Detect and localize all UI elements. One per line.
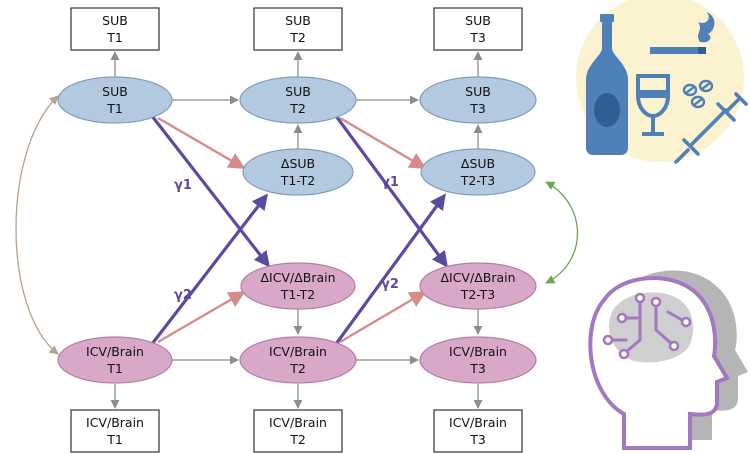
cigarette-icon	[650, 12, 715, 54]
arrow-icv-t1-to-dicv	[157, 290, 246, 344]
node-label: T2	[289, 361, 306, 376]
latent-icv-t3: ICV/Brain T3	[419, 336, 537, 384]
latent-delta-sub-t1t2: ΔSUB T1-T2	[242, 148, 354, 196]
node-label: T1	[106, 101, 123, 116]
node-label: ICV/Brain	[449, 344, 507, 359]
observed-icv-t3: ICV/Brain T3	[433, 409, 523, 453]
node-label: T1	[106, 432, 123, 447]
pills-icon	[682, 79, 714, 109]
node-label: SUB	[465, 13, 491, 28]
arrow-gamma1-sub-t2-to-dicv	[334, 115, 448, 268]
circuit-lines	[610, 298, 684, 354]
latent-delta-sub-t2t3: ΔSUB T2-T3	[420, 148, 536, 196]
node-label: T2-T3	[460, 287, 496, 302]
alcohol-tobacco-drugs-icon	[576, 0, 748, 164]
node-label: ICV/Brain	[449, 415, 507, 430]
node-label: ΔICV/ΔBrain	[260, 270, 335, 285]
latent-delta-icv-t1t2: ΔICV/ΔBrain T1-T2	[240, 262, 356, 310]
gamma1-label-left: γ1	[174, 178, 192, 193]
observed-sub-t3: SUB T3	[433, 7, 523, 51]
arrow-sub-t1-to-dsub	[157, 116, 246, 170]
head-circuit-brain-icon	[588, 270, 748, 450]
bottle-icon	[586, 14, 628, 155]
node-label: ΔSUB	[461, 156, 495, 171]
gamma1-label-right: γ1	[381, 175, 399, 190]
latent-sub-t1: SUB T1	[57, 76, 173, 124]
circuit-nodes	[602, 292, 692, 360]
covariance-sub-icv-t1	[15, 95, 59, 355]
node-label: T2	[289, 432, 306, 447]
latent-delta-icv-t2t3: ΔICV/ΔBrain T2-T3	[419, 262, 537, 310]
node-label: ICV/Brain	[269, 344, 327, 359]
node-label: T2	[289, 101, 306, 116]
node-label: T1-T2	[280, 287, 316, 302]
observed-icv-t2: ICV/Brain T2	[253, 409, 343, 453]
node-label: ICV/Brain	[86, 344, 144, 359]
wine-glass-icon	[636, 74, 670, 136]
node-label: SUB	[102, 84, 128, 99]
node-label: T1	[106, 361, 123, 376]
node-label: SUB	[102, 13, 128, 28]
node-label: T1-T2	[280, 173, 316, 188]
observed-sub-t1: SUB T1	[70, 7, 160, 51]
node-label: T2	[289, 30, 306, 45]
arrow-gamma2-icv-t1-to-dsub	[150, 193, 268, 345]
arrow-gamma2-icv-t2-to-dsub	[334, 193, 446, 345]
covariance-dsub-dicv-t2t3	[545, 181, 578, 284]
observed-icv-t1: ICV/Brain T1	[70, 409, 160, 453]
node-label: ICV/Brain	[86, 415, 144, 430]
node-label: T3	[469, 101, 486, 116]
node-label: ICV/Brain	[269, 415, 327, 430]
node-label: ΔSUB	[281, 156, 315, 171]
arrow-gamma1-sub-t1-to-dicv	[150, 115, 270, 268]
node-label: SUB	[465, 84, 491, 99]
node-label: T3	[469, 432, 486, 447]
arrows	[15, 51, 578, 409]
node-label: SUB	[285, 13, 311, 28]
observed-sub-t2: SUB T2	[253, 7, 343, 51]
node-label: T3	[469, 30, 486, 45]
node-label: SUB	[285, 84, 311, 99]
gamma2-label-left: γ2	[174, 288, 192, 303]
arrow-sub-t2-to-dsub	[339, 116, 427, 170]
arrow-icv-t2-to-dicv	[339, 290, 427, 344]
syringe-icon	[674, 92, 748, 164]
node-label: ΔICV/ΔBrain	[440, 270, 515, 285]
latent-icv-t2: ICV/Brain T2	[239, 336, 357, 384]
latent-sub-t3: SUB T3	[419, 76, 537, 124]
node-label: T1	[106, 30, 123, 45]
latent-sub-t2: SUB T2	[239, 76, 357, 124]
gamma2-label-right: γ2	[381, 277, 399, 292]
node-label: T2-T3	[460, 173, 496, 188]
node-label: T3	[469, 361, 486, 376]
latent-icv-t1: ICV/Brain T1	[57, 336, 173, 384]
